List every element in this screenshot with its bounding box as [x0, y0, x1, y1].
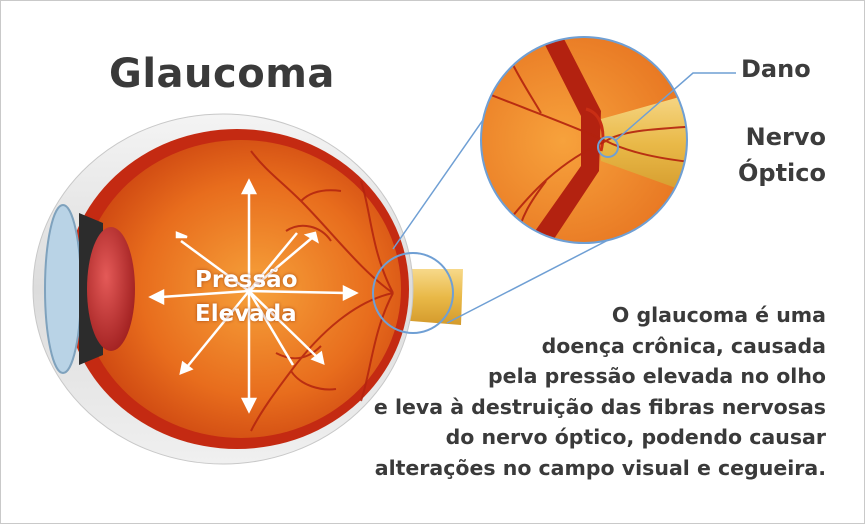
- blood-vessels: [250, 150, 394, 432]
- zoom-view: [481, 37, 687, 243]
- optic-nerve-label-line2: Óptico: [738, 159, 826, 187]
- optic-nerve-label: Nervo Óptico: [726, 119, 826, 191]
- description-line: doença crônica, causada: [541, 333, 826, 358]
- damage-pointer-line: [614, 72, 736, 142]
- description-line: do nervo óptico, podendo causar: [445, 425, 826, 449]
- description-line: alterações no campo visual e cegueira.: [374, 455, 826, 480]
- pressure-label-line2: Elevada: [195, 301, 297, 327]
- description-line: pela pressão elevada no olho: [488, 364, 826, 388]
- description-line: O glaucoma é uma: [611, 303, 826, 327]
- description-line: e leva à destruição das fibras nervosas: [373, 394, 826, 419]
- cornea: [44, 204, 82, 374]
- pressure-arrows: [148, 178, 359, 414]
- pressure-label-line1: Pressão: [195, 267, 298, 293]
- zoom-circle-border: [480, 36, 688, 244]
- page-title: Glaucoma: [109, 51, 335, 97]
- pressure-label: Pressão Elevada: [195, 263, 298, 331]
- description-text: O glaucoma é uma doença crônica, causada…: [361, 300, 826, 483]
- optic-nerve-label-line1: Nervo: [745, 123, 826, 151]
- optic-disc-highlight: [372, 252, 454, 334]
- damage-label: Dano: [741, 55, 811, 83]
- lens: [87, 227, 135, 351]
